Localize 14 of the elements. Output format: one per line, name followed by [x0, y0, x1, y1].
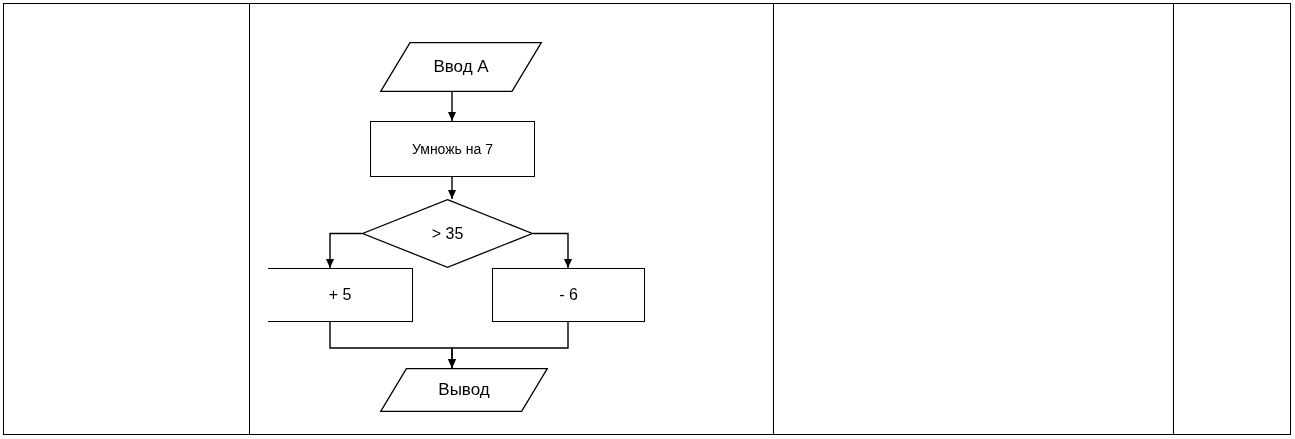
node-label: Ввод А: [433, 57, 489, 77]
node-label: Вывод: [438, 380, 490, 400]
process-box: [370, 121, 535, 177]
arrow: [532, 232, 572, 269]
process-box: [492, 268, 645, 322]
arrow: [448, 176, 456, 200]
node-label: Умножь на 7: [412, 141, 493, 157]
node-label: + 5: [328, 286, 352, 304]
node-label: - 6: [559, 286, 578, 304]
arrow: [326, 232, 363, 269]
node-label: > 35: [431, 224, 464, 243]
arrow: [448, 321, 569, 369]
process-box: [268, 268, 413, 322]
arrow: [448, 91, 456, 122]
